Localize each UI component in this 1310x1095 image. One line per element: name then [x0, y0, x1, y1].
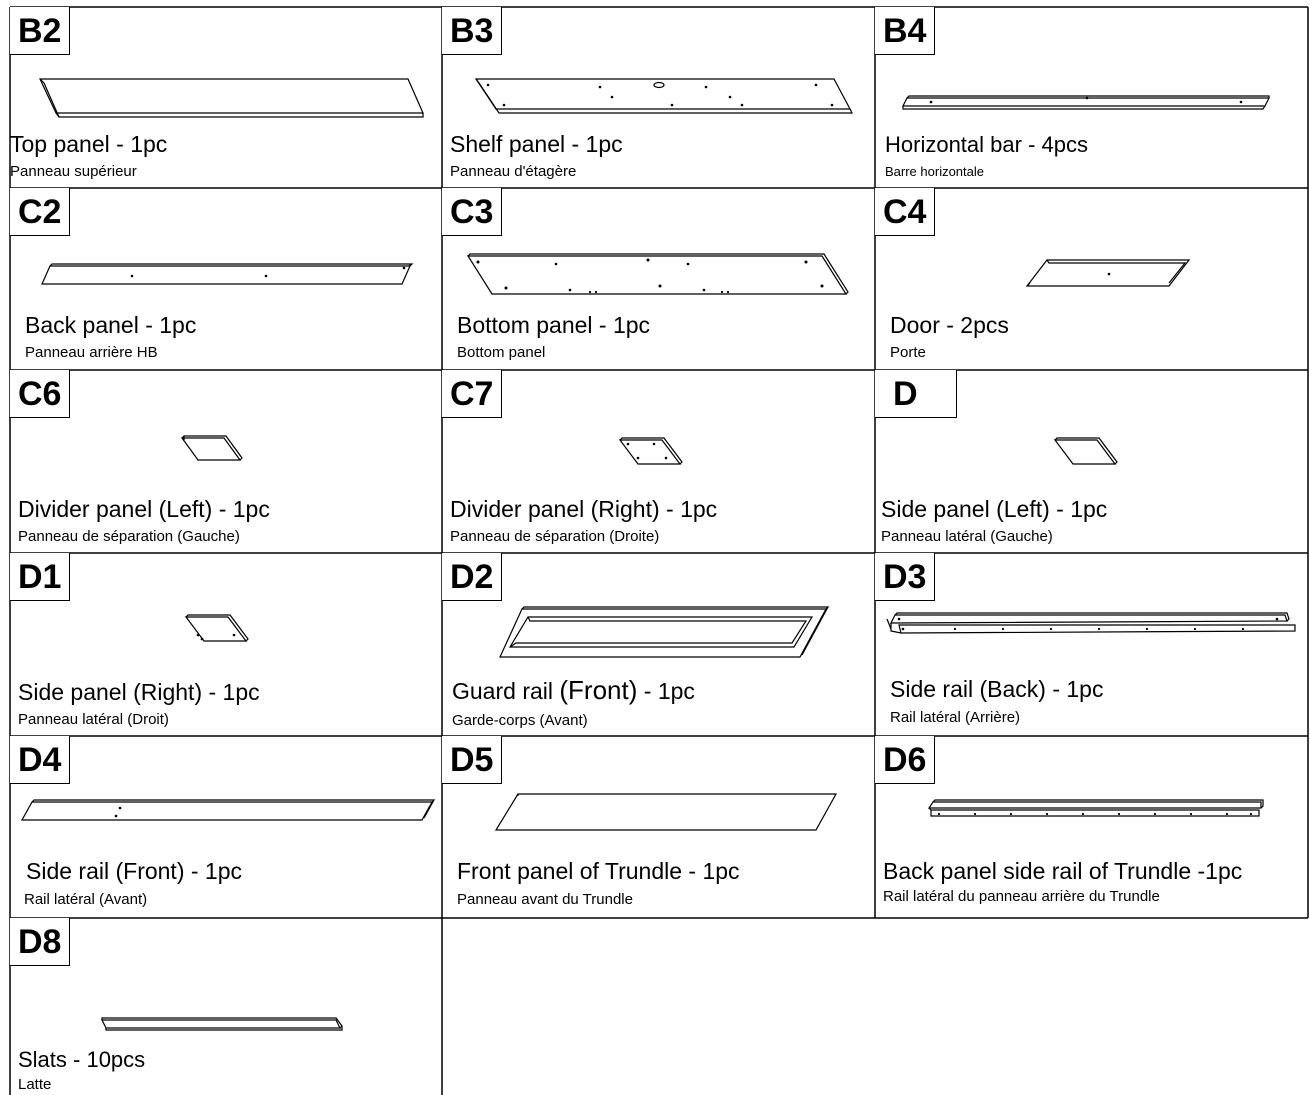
slats-drawing — [101, 1017, 343, 1031]
side-rail-back-drawing — [886, 612, 1296, 634]
bottom-panel-drawing — [466, 253, 849, 295]
part-code: C2 — [10, 188, 71, 236]
part-name: Horizontal bar - 4pcs — [885, 132, 1088, 157]
part-name-fr: Bottom panel — [457, 344, 546, 361]
part-name-fr: Panneau latéral (Droit) — [18, 711, 169, 728]
part-code: C7 — [442, 370, 503, 418]
part-code: D — [875, 370, 957, 418]
divider-panel-left-drawing — [180, 435, 243, 461]
part-code: C3 — [442, 188, 503, 236]
part-name-fr: Panneau arrière HB — [25, 344, 158, 361]
part-name: Side panel (Right) - 1pc — [18, 679, 260, 705]
part-name-emphasis: (Front) — [559, 675, 638, 705]
door-drawing — [1025, 259, 1191, 287]
part-cell-d6: D6 Back panel side rail of Trundle -1pc … — [875, 736, 1308, 918]
part-name: Front panel of Trundle - 1pc — [457, 858, 740, 884]
part-cell-d3: D3 Side rail (Back) - 1pc Rail latéral (… — [875, 553, 1308, 736]
part-cell-c2: C2 Back panel - 1pc Panneau arrière HB — [10, 188, 442, 370]
part-name: Divider panel (Right) - 1pc — [450, 496, 718, 522]
part-name: Back panel - 1pc — [25, 312, 197, 338]
part-name-fr: Panneau de séparation (Gauche) — [18, 528, 240, 545]
part-name-fr: Latte — [18, 1076, 52, 1093]
part-name: Back panel side rail of Trundle -1pc — [883, 858, 1243, 884]
side-panel-left-drawing — [1053, 437, 1118, 465]
part-name: Side rail (Back) - 1pc — [890, 676, 1104, 702]
side-rail-front-drawing — [20, 799, 436, 821]
part-name-fr: Panneau supérieur — [10, 163, 137, 180]
top-panel-drawing — [39, 78, 424, 118]
part-code: D2 — [442, 553, 503, 601]
part-name: Guard rail (Front) - 1pc — [452, 677, 695, 704]
part-name: Door - 2pcs — [890, 312, 1009, 338]
part-name-fr: Panneau d'étagère — [450, 163, 577, 180]
divider-panel-right-drawing — [618, 437, 683, 465]
part-name-fr: Garde-corps (Avant) — [452, 712, 588, 729]
part-name-fr: Panneau avant du Trundle — [457, 891, 633, 908]
part-name: Shelf panel - 1pc — [450, 131, 623, 157]
part-code: D8 — [10, 918, 71, 966]
part-cell-d: D Side panel (Left) - 1pc Panneau latéra… — [875, 370, 1308, 553]
part-code: D3 — [875, 553, 936, 601]
part-cell-d5: D5 Front panel of Trundle - 1pc Panneau … — [442, 736, 875, 918]
side-panel-right-drawing — [184, 614, 249, 642]
back-panel-drawing — [41, 263, 414, 285]
part-code: D5 — [442, 736, 503, 784]
guard-rail-front-drawing — [499, 606, 830, 658]
back-panel-side-rail-trundle-drawing — [927, 799, 1264, 817]
part-cell-c6: C6 Divider panel (Left) - 1pc Panneau de… — [10, 370, 442, 553]
part-code: C6 — [10, 370, 71, 418]
part-name: Bottom panel - 1pc — [457, 312, 651, 338]
part-name-fr: Panneau latéral (Gauche) — [881, 528, 1053, 545]
part-name: Slats - 10pcs — [18, 1047, 146, 1072]
part-name: Top panel - 1pc — [10, 131, 168, 157]
part-cell-c3: C3 Bottom panel - 1pc Bottom panel — [442, 188, 875, 370]
part-name: Side rail (Front) - 1pc — [26, 858, 243, 884]
horizontal-bar-drawing — [902, 95, 1270, 110]
part-cell-d2: D2 Guard rail (Front) - 1pc Garde-corps … — [442, 553, 875, 736]
part-name-fr: Panneau de séparation (Droite) — [450, 528, 660, 545]
part-name-fr: Rail latéral du panneau arrière du Trund… — [883, 888, 1160, 905]
part-cell-b2: B2 Top panel - 1pc Panneau supérieur — [10, 7, 442, 188]
part-code: D1 — [10, 553, 71, 601]
part-name: Side panel (Left) - 1pc — [881, 496, 1108, 522]
part-cell-b3: B3 Shelf panel - 1pc Panneau d'étagère — [442, 7, 875, 188]
part-code: D4 — [10, 736, 71, 784]
part-name-fr: Rail latéral (Avant) — [24, 891, 148, 908]
part-cell-c4: C4 Door - 2pcs Porte — [875, 188, 1308, 370]
part-name-pre: Guard rail — [452, 678, 560, 704]
part-cell-d4: D4 Side rail (Front) - 1pc Rail latéral … — [10, 736, 442, 918]
part-name-post: - 1pc — [637, 678, 695, 704]
part-cell-d1: D1 Side panel (Right) - 1pc Panneau laté… — [10, 553, 442, 736]
part-cell-d8: D8 Slats - 10pcs Latte — [10, 918, 442, 1095]
part-name-fr: Porte — [890, 344, 926, 361]
part-name-fr: Barre horizontale — [885, 164, 984, 179]
front-panel-trundle-drawing — [494, 793, 838, 831]
shelf-panel-drawing — [474, 78, 853, 114]
part-name-fr: Rail latéral (Arrière) — [890, 709, 1021, 726]
part-code: B2 — [10, 7, 71, 55]
part-code: B4 — [875, 7, 936, 55]
part-code: B3 — [442, 7, 503, 55]
part-cell-b4: B4 Horizontal bar - 4pcs Barre horizonta… — [875, 7, 1308, 188]
part-cell-c7: C7 Divider panel (Right) - 1pc Panneau d… — [442, 370, 875, 553]
part-name: Divider panel (Left) - 1pc — [18, 496, 270, 522]
part-code: C4 — [875, 188, 936, 236]
part-code: D6 — [875, 736, 936, 784]
